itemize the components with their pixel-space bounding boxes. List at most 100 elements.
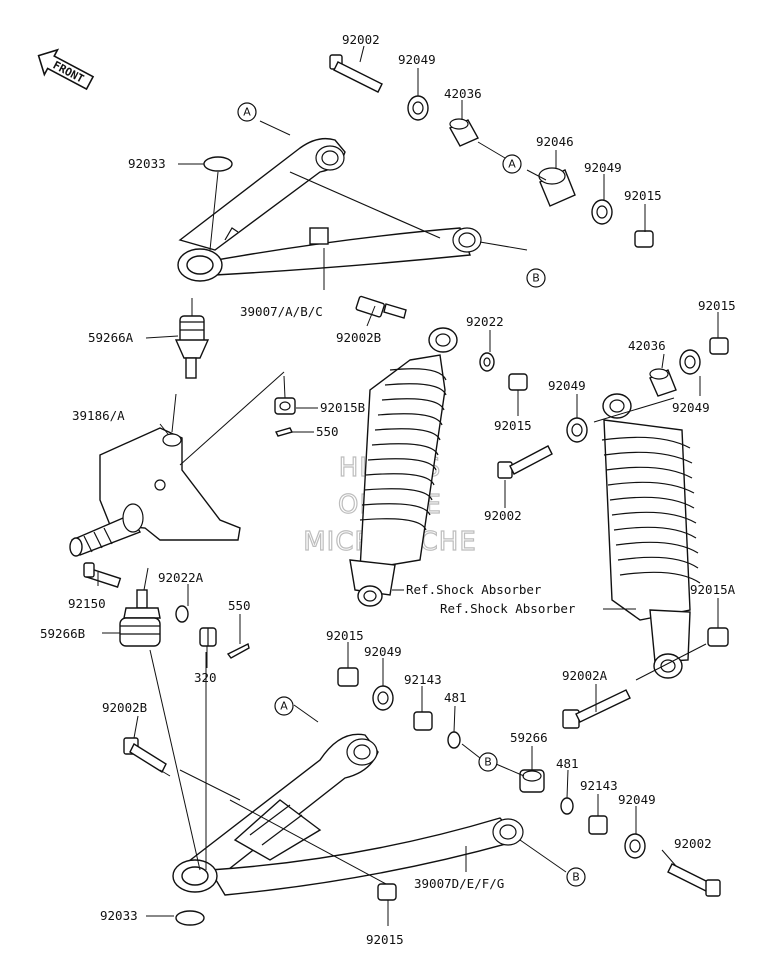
- callout-B-3: B: [566, 867, 586, 887]
- washer-92049-a: [407, 95, 429, 121]
- part-label-59266a: 59266A: [88, 330, 134, 345]
- shock-absorber-right: [601, 393, 701, 679]
- part-label-92002a: 92002A: [562, 668, 608, 683]
- steering-knuckle: [69, 427, 241, 557]
- part-label-92143-a: 92143: [404, 672, 442, 687]
- part-label-92015-d: 92015: [326, 628, 364, 643]
- bolt-92002-top: [329, 54, 383, 93]
- nut-92015b: [274, 397, 296, 415]
- sleeve-42036-a: [449, 118, 479, 147]
- part-label-59266b: 59266B: [40, 626, 85, 641]
- ball-joint-lower: [119, 589, 161, 647]
- part-label-92033-low: 92033: [100, 908, 138, 923]
- castle-nut-320: [199, 627, 217, 647]
- callout-B-1-label: B: [532, 272, 540, 285]
- sleeve-92143-a: [413, 711, 433, 731]
- part-label-92015a: 92015A: [690, 582, 736, 597]
- part-label-39007defg: 39007D/E/F/G: [414, 876, 504, 891]
- part-labels: 92002 92049 42036 92046 92049 92015 9203…: [40, 32, 736, 947]
- part-label-92022: 92022: [466, 314, 504, 329]
- nut-92015-c: [709, 337, 729, 355]
- cotter-pin-550-lower: [226, 642, 250, 659]
- bolt-92002-mid: [497, 445, 553, 479]
- part-label-92015b: 92015B: [320, 400, 365, 415]
- washer-92049-b: [591, 199, 613, 225]
- lower-a-arm: [172, 733, 524, 896]
- callout-A-1-label: A: [243, 106, 251, 119]
- part-label-92033-top: 92033: [128, 156, 166, 171]
- callout-B-1: B: [526, 268, 546, 288]
- ball-joint-upper: [174, 315, 210, 379]
- callout-B-2-label: B: [484, 756, 492, 769]
- sleeve-42036-b: [649, 368, 677, 397]
- part-label-92143-b: 92143: [580, 778, 618, 793]
- front-arrow-icon: FRONT: [37, 48, 95, 91]
- part-label-550-low: 550: [228, 598, 251, 613]
- part-label-39007abc: 39007/A/B/C: [240, 304, 323, 319]
- part-label-59266: 59266: [510, 730, 548, 745]
- part-label-92022a: 92022A: [158, 570, 204, 585]
- bolt-92002a: [562, 689, 631, 729]
- ref-shock-absorber-label-1: Ref.Shock Absorber: [406, 582, 542, 597]
- snap-ring-481-b: [560, 797, 574, 815]
- part-label-481-b: 481: [556, 756, 579, 771]
- part-label-92015-c: 92015: [698, 298, 736, 313]
- part-label-92049-f: 92049: [618, 792, 656, 807]
- washer-92049-c: [566, 417, 588, 443]
- part-label-39186a: 39186/A: [72, 408, 125, 423]
- part-label-92015-e: 92015: [366, 932, 404, 947]
- snap-ring-upper: [203, 156, 233, 172]
- part-label-92046: 92046: [536, 134, 574, 149]
- washer-92049-e: [372, 685, 394, 711]
- nut-92015-e: [377, 883, 397, 901]
- nut-92015-a: [634, 230, 654, 248]
- bushing-92046: [538, 167, 576, 207]
- part-label-92150: 92150: [68, 596, 106, 611]
- part-label-92002-low: 92002: [674, 836, 712, 851]
- callout-A-2: A: [502, 154, 522, 174]
- part-label-42036-a: 42036: [444, 86, 482, 101]
- part-label-92002-mid: 92002: [484, 508, 522, 523]
- part-label-92049-d: 92049: [672, 400, 710, 415]
- washer-92049-f: [624, 833, 646, 859]
- bushing-59266: [519, 769, 545, 793]
- part-label-92002b-low: 92002B: [102, 700, 147, 715]
- nut-92015-b: [508, 373, 528, 391]
- callout-B-3-label: B: [572, 871, 580, 884]
- washer-92022a: [175, 605, 189, 623]
- nut-92015a: [707, 627, 729, 647]
- part-label-92049-b: 92049: [584, 160, 622, 175]
- snap-ring-481-a: [447, 731, 461, 749]
- bolt-92002b-low: [123, 737, 167, 774]
- part-label-92049-c: 92049: [548, 378, 586, 393]
- part-label-92049-e: 92049: [364, 644, 402, 659]
- bolt-92150: [83, 562, 122, 588]
- cotter-pin-550-upper: [274, 427, 294, 437]
- leader-lines: [97, 45, 719, 926]
- front-label: FRONT: [51, 59, 87, 86]
- part-label-92002b-mid: 92002B: [336, 330, 381, 345]
- part-label-92015-a: 92015: [624, 188, 662, 203]
- callout-B-2: B: [478, 752, 498, 772]
- nut-92015-d: [337, 667, 359, 687]
- bolt-92002-low: [667, 863, 721, 897]
- callout-A-3-label: A: [280, 700, 288, 713]
- washer-92022: [479, 352, 495, 372]
- callout-A-1: A: [237, 102, 257, 122]
- washer-92049-d: [679, 349, 701, 375]
- part-label-42036-b: 42036: [628, 338, 666, 353]
- part-label-550-top: 550: [316, 424, 339, 439]
- shock-absorber-left: [349, 295, 458, 607]
- part-label-92015-b: 92015: [494, 418, 532, 433]
- sleeve-92143-b: [588, 815, 608, 835]
- part-label-92049-a: 92049: [398, 52, 436, 67]
- part-label-320: 320: [194, 670, 217, 685]
- callout-A-2-label: A: [508, 158, 516, 171]
- callout-A-3: A: [274, 696, 294, 716]
- snap-ring-lower: [175, 910, 205, 926]
- part-label-481-a: 481: [444, 690, 467, 705]
- upper-a-arm: [177, 137, 482, 282]
- ref-shock-absorber-label-2: Ref.Shock Absorber: [440, 601, 576, 616]
